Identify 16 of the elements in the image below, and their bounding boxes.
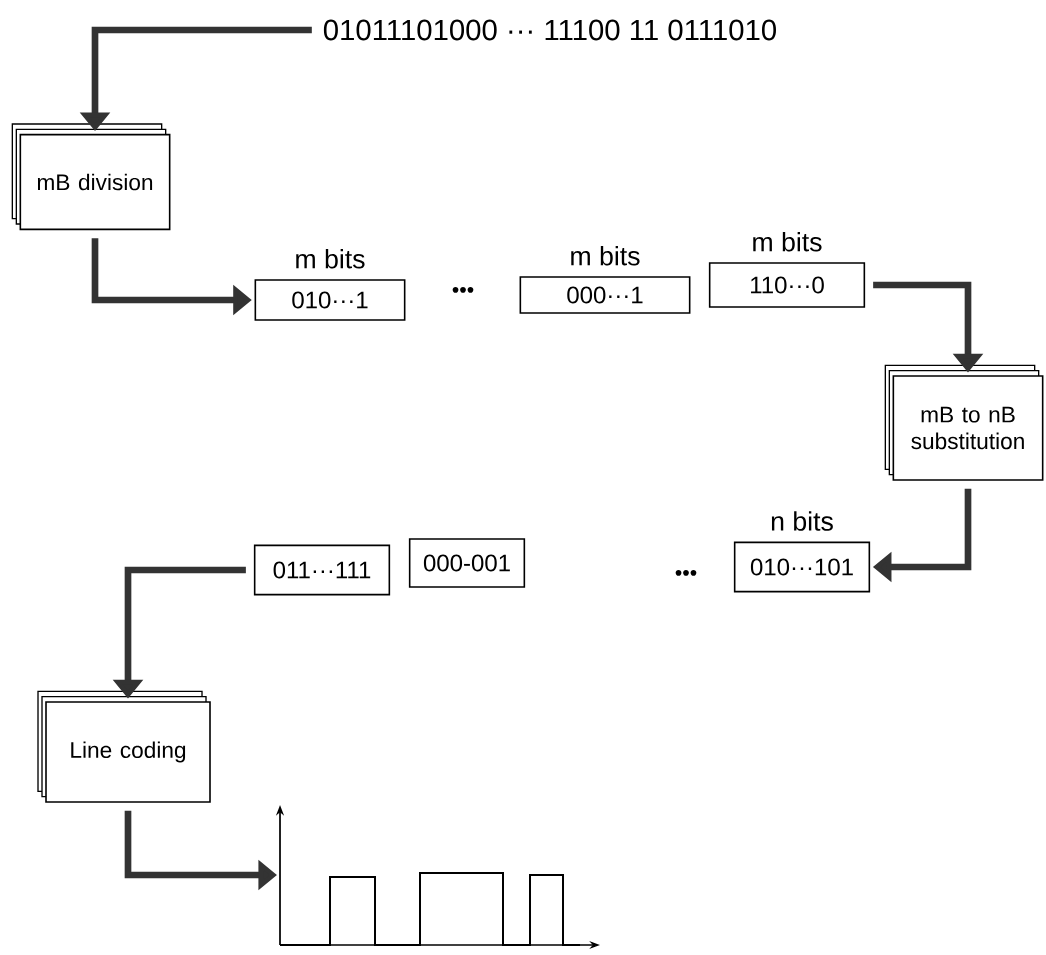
bit-count-label: m bits <box>571 245 640 266</box>
bit-stream-text: 01011101000 ··· 11100 11 0111010 <box>323 19 776 41</box>
ellipsis-dots: ••• <box>452 287 474 293</box>
bit-count-label: n bits <box>771 511 833 531</box>
bit-count-label: m bits <box>753 231 822 252</box>
ellipsis-dots: ••• <box>675 570 697 576</box>
process-block: Line coding <box>37 690 211 803</box>
bit-group-box: 000-001 <box>408 538 526 588</box>
process-block: mB to nB substitution <box>884 364 1044 481</box>
bit-group-box: 011···111 <box>253 544 391 596</box>
bit-group-box: 010···101 <box>733 541 871 593</box>
bit-group-box: 010···1 <box>254 279 406 321</box>
bit-group-box: 000···1 <box>519 276 691 314</box>
process-block: mB division <box>11 123 171 231</box>
bit-group-box: 110···0 <box>708 262 866 308</box>
bit-count-label: m bits <box>296 248 365 269</box>
